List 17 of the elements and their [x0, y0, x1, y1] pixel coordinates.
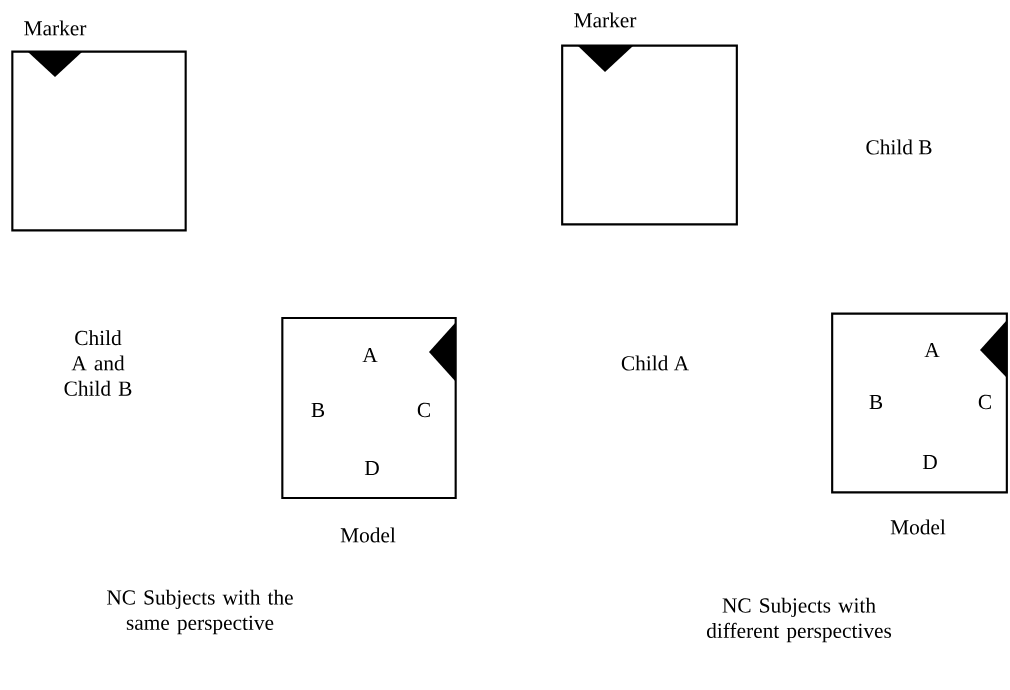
position-letter: B — [311, 403, 325, 417]
box-caption: Model — [340, 527, 396, 543]
position-letter: C — [417, 402, 430, 418]
text-label: Child B — [866, 139, 932, 155]
text-label: NC Subjects with different perspectives — [707, 597, 892, 643]
text-label: NC Subjects with the same perspective — [107, 589, 293, 635]
text-label: Child A — [621, 355, 689, 371]
position-letter: B — [869, 395, 883, 409]
position-letter: C — [978, 394, 991, 410]
position-letter: A — [362, 347, 378, 363]
text-label: Child A and Child B — [64, 330, 132, 396]
box-caption: Model — [890, 519, 946, 535]
position-letter: A — [924, 342, 940, 358]
box-heading: Marker — [24, 20, 87, 36]
box-heading: Marker — [574, 12, 637, 28]
position-letter: D — [922, 455, 937, 469]
position-letter: D — [364, 461, 379, 475]
